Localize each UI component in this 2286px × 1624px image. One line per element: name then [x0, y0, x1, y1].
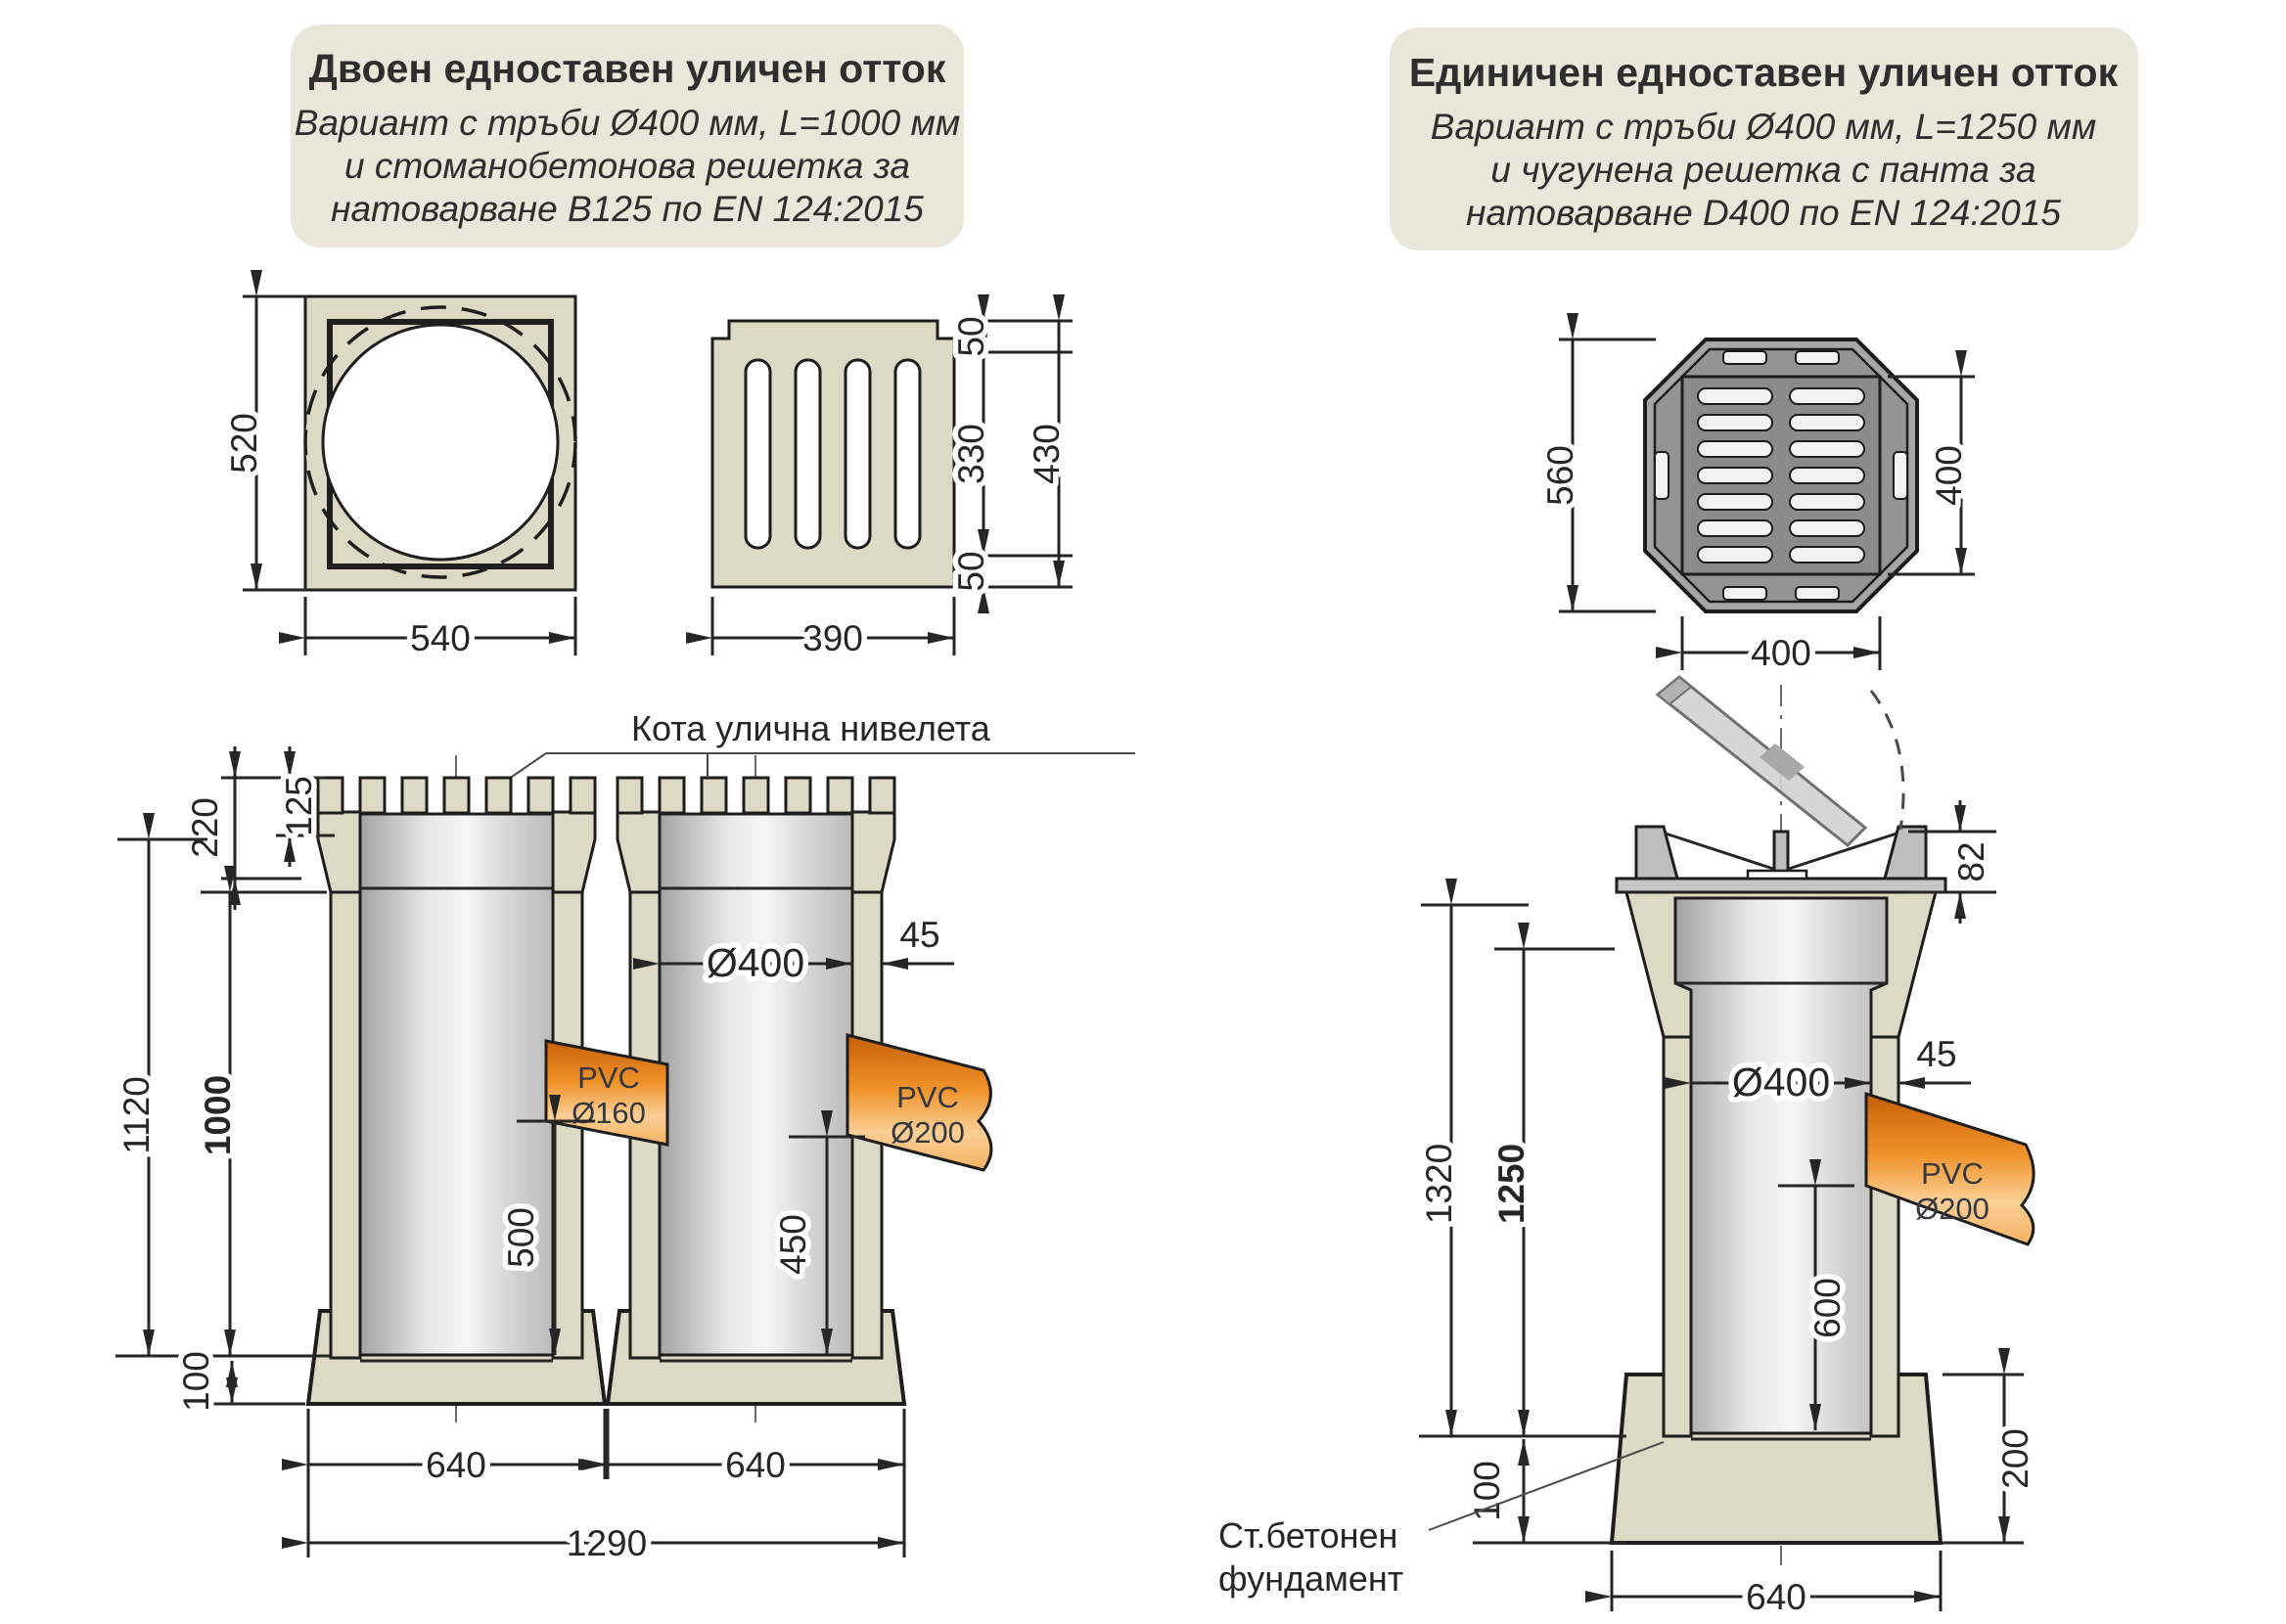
dim-1120: 1120 [116, 1076, 157, 1154]
right-header-box [1390, 27, 2138, 250]
dim-200: 200 [1995, 1428, 2035, 1489]
dim-1250: 1250 [1491, 1144, 1532, 1224]
grate-teeth-left [316, 776, 597, 815]
dim-82: 82 [1951, 841, 1991, 881]
grate-slots [1697, 387, 1865, 564]
dim-390: 390 [802, 618, 863, 658]
street-level-label: Кота улична нивелета [511, 704, 1135, 778]
pvc200-right-label-2: Ø200 [1915, 1192, 1989, 1226]
hinged-lid-open [1655, 675, 1905, 848]
dim-640-a: 640 [426, 1445, 486, 1485]
dim-1000: 1000 [198, 1075, 238, 1155]
foundation-text-2: фундамент [1218, 1558, 1403, 1599]
right-header: Единичен едноставен уличен отток Вариант… [1390, 27, 2138, 250]
hinged-frame-section [1615, 825, 1947, 894]
dim-1320: 1320 [1419, 1144, 1459, 1224]
dim-600: 600 [1807, 1278, 1848, 1338]
shaft-left-interior [358, 812, 555, 1357]
left-subtitle-2: и стоманобетонова решетка за [344, 146, 910, 186]
foundation-text-1: Ст.бетонен [1218, 1515, 1397, 1556]
dim-125: 125 [279, 776, 319, 836]
opening-circle [321, 323, 560, 562]
right-cross-section: 82 1320 1250 100 Ø400 45 PVC Ø200 600 [1214, 675, 2041, 1623]
dim-100-left: 100 [176, 1351, 216, 1412]
dim-1290: 1290 [567, 1523, 647, 1563]
right-title: Единичен едноставен уличен отток [1409, 50, 2119, 95]
left-header-box [291, 24, 964, 248]
dim-540: 540 [410, 618, 471, 658]
right-topview-grate: 560 400 400 [1535, 313, 1975, 679]
right-subtitle-2: и чугунена решетка с панта за [1490, 150, 2035, 190]
dim-560: 560 [1540, 445, 1580, 506]
pvc200-left-label-1: PVC [896, 1080, 959, 1114]
left-topview-frame: 520 540 [219, 270, 577, 664]
dim-520: 520 [224, 413, 264, 474]
dim-100-right: 100 [1467, 1461, 1507, 1521]
dim-50-top: 50 [951, 316, 991, 356]
pvc200-left-label-2: Ø200 [891, 1115, 965, 1150]
pvc160-label-2: Ø160 [572, 1096, 646, 1130]
foundation-label: Ст.бетонен фундамент [1214, 1441, 1665, 1602]
dim-330: 330 [951, 424, 991, 484]
dim-50-bottom: 50 [951, 551, 991, 591]
left-subtitle-1: Вариант с тръби Ø400 мм, L=1000 мм [295, 103, 960, 143]
left-topview-grate: 50 330 50 430 390 [686, 294, 1073, 664]
dim-640-right: 640 [1746, 1577, 1806, 1617]
dim-500: 500 [501, 1207, 541, 1268]
left-subtitle-3: натоварване B125 по EN 124:2015 [331, 189, 924, 229]
dim-45-left: 45 [899, 915, 939, 955]
dim-450: 450 [773, 1214, 813, 1275]
pvc-pipe-200-right: PVC Ø200 [1864, 1091, 2035, 1246]
dim-400-right: 400 [1929, 445, 1969, 506]
left-header: Двоен едноставен уличен отток Вариант с … [291, 24, 964, 248]
left-cross-section: PVC Ø160 PVC Ø200 Кота улична нивелета 2… [112, 704, 1135, 1569]
dim-dia400-left: Ø400 [707, 940, 804, 985]
dim-400-bottom: 400 [1751, 633, 1811, 673]
shaft-right-interior [658, 812, 854, 1357]
street-level-text: Кота улична нивелета [631, 708, 991, 748]
lid-swing-arc [1869, 690, 1905, 831]
shaft-single-interior [1673, 896, 1889, 1435]
dim-640-b: 640 [725, 1445, 786, 1485]
grate-teeth-right [616, 776, 896, 815]
pvc-pipe-160: PVC Ø160 [544, 1039, 669, 1147]
dim-45-right: 45 [1916, 1034, 1956, 1074]
right-subtitle-3: натоварване D400 по EN 124:2015 [1466, 193, 2061, 233]
dim-dia400-right: Ø400 [1732, 1060, 1830, 1105]
pvc160-label-1: PVC [577, 1060, 640, 1095]
right-subtitle-1: Вариант с тръби Ø400 мм, L=1250 мм [1431, 107, 2096, 147]
dim-430: 430 [1027, 424, 1067, 484]
pvc200-right-label-1: PVC [1921, 1156, 1984, 1191]
dim-220: 220 [185, 797, 225, 858]
pvc-pipe-200-left: PVC Ø200 [846, 1033, 993, 1172]
left-title: Двоен едноставен уличен отток [309, 46, 946, 91]
